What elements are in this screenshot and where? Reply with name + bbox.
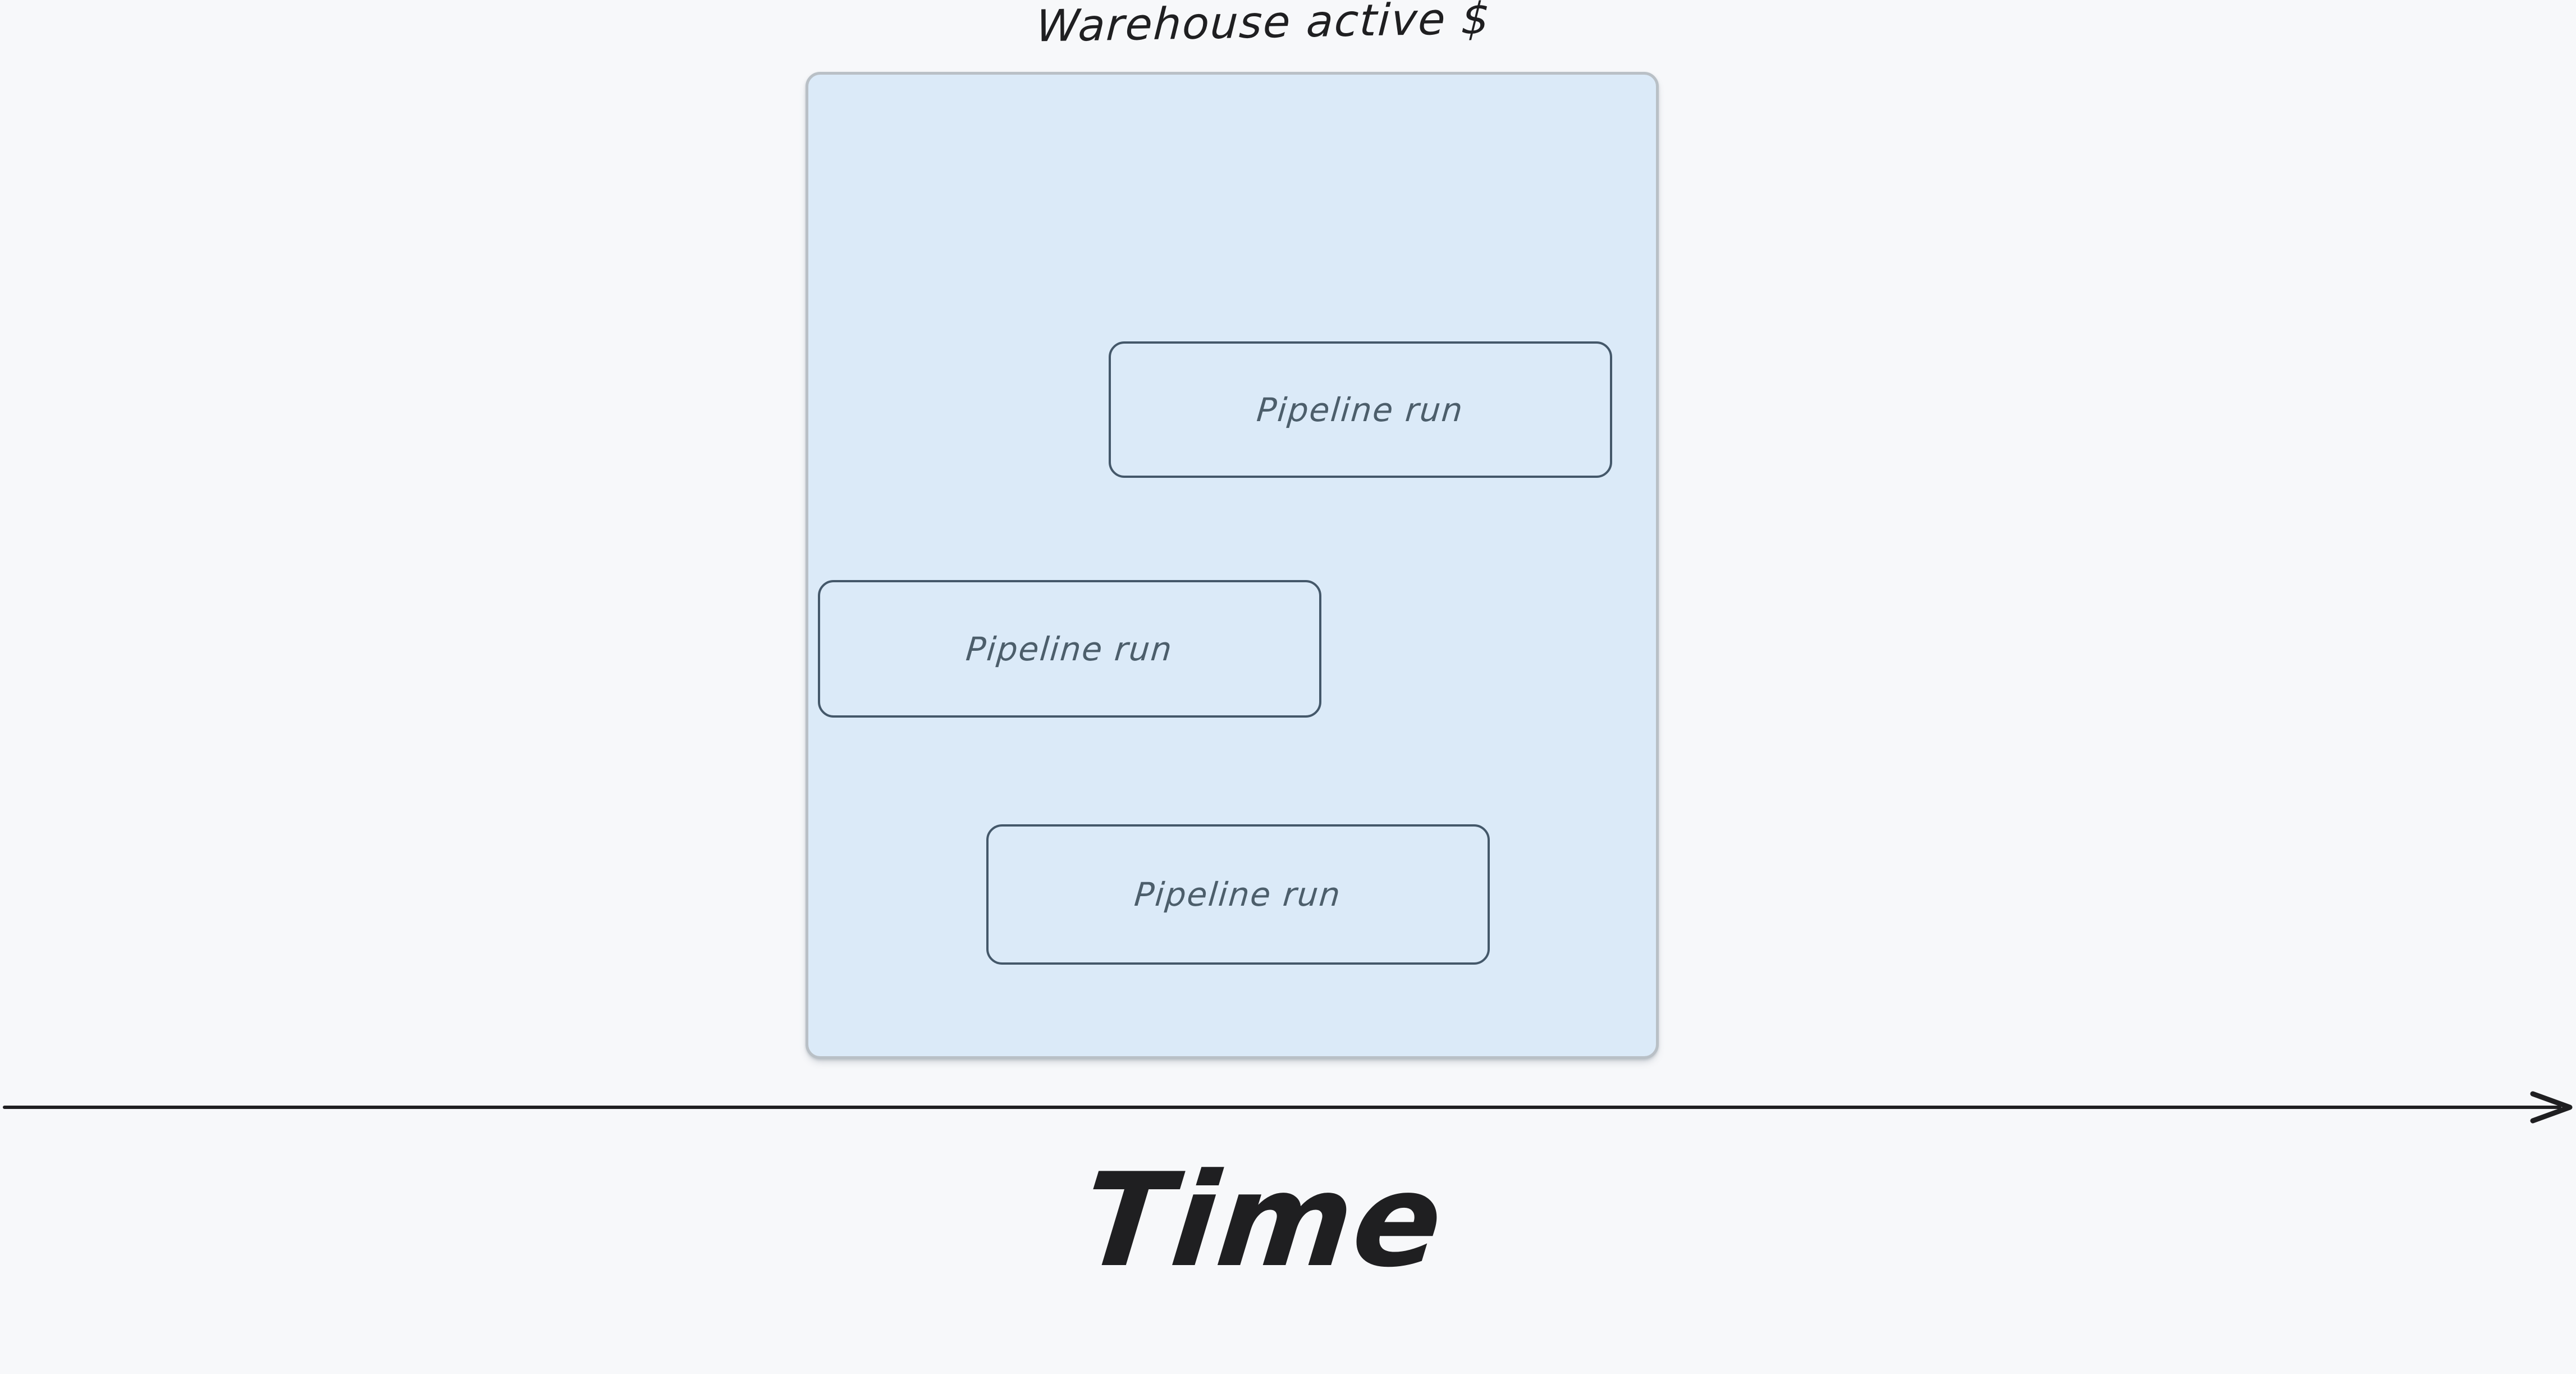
pipeline-run-box-1[interactable]: Pipeline run [1109, 341, 1612, 478]
pipeline-run-box-3[interactable]: Pipeline run [986, 824, 1490, 965]
time-axis-label: Time [1076, 1146, 1451, 1296]
page-title: Warehouse active $ [1035, 0, 1492, 52]
warehouse-active-container [806, 72, 1659, 1059]
arrow-head-icon [2530, 1091, 2573, 1124]
pipeline-run-label-2: Pipeline run [964, 629, 1175, 668]
pipeline-run-label-1: Pipeline run [1255, 390, 1466, 429]
pipeline-run-label-3: Pipeline run [1133, 875, 1343, 914]
pipeline-run-box-2[interactable]: Pipeline run [818, 580, 1321, 718]
time-axis-arrow [3, 1091, 2573, 1124]
